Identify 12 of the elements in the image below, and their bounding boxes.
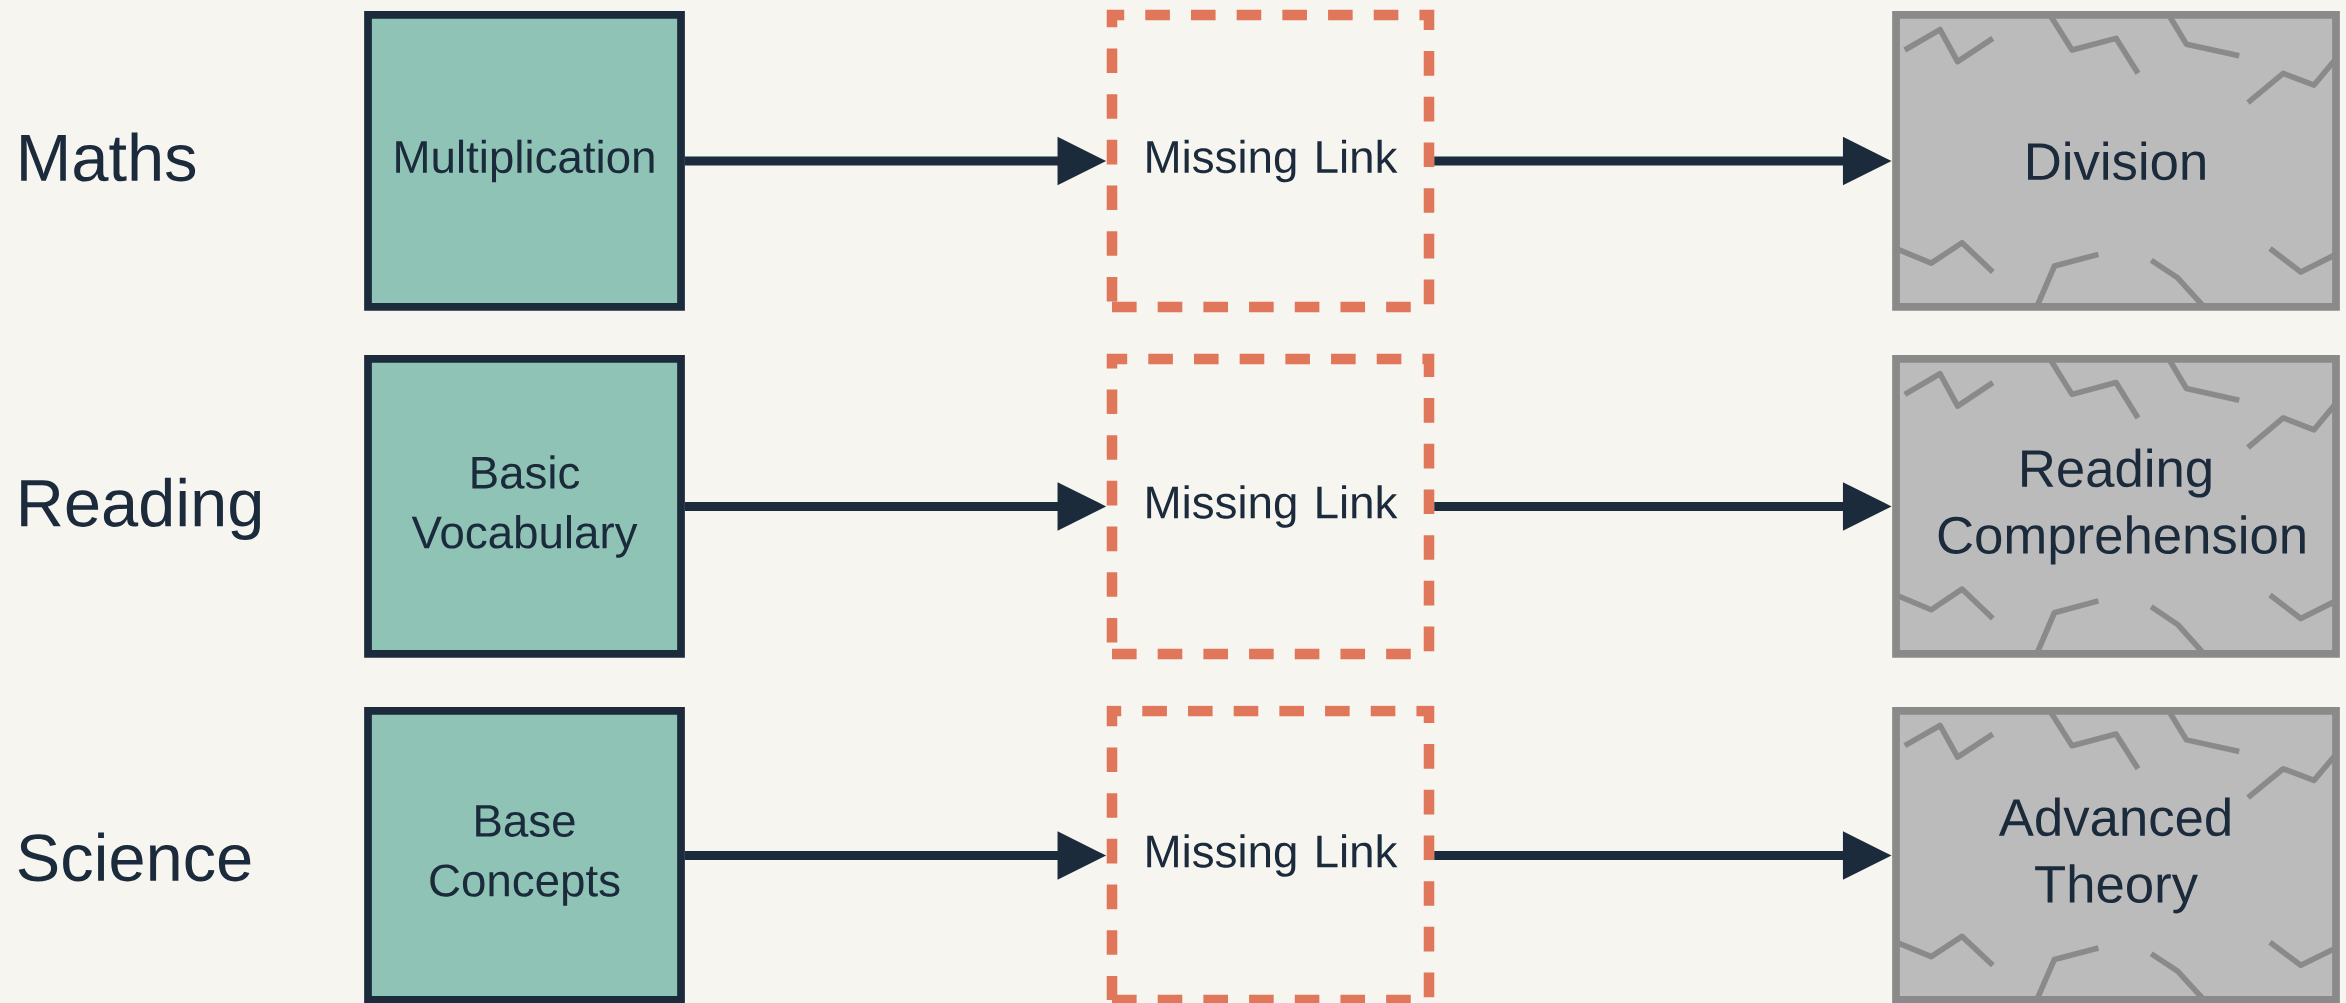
cracked-stone-box: Reading Comprehension (1892, 355, 2340, 658)
skill-box: Base Concepts (364, 707, 685, 1003)
missing-link-box: Missing Link (1106, 353, 1435, 660)
missing-link-box: Missing Link (1106, 9, 1435, 313)
cracked-stone-box: Division (1892, 11, 2340, 311)
missing-link-box: Missing Link (1106, 705, 1435, 1003)
skill-box: Multiplication (364, 11, 685, 311)
row-label: Science (18, 832, 251, 882)
row-label: Maths (21, 132, 196, 182)
skill-box: Basic Vocabulary (364, 355, 685, 658)
row-label: Reading (21, 477, 261, 541)
cracked-stone-box: Advanced Theory (1892, 707, 2340, 1003)
